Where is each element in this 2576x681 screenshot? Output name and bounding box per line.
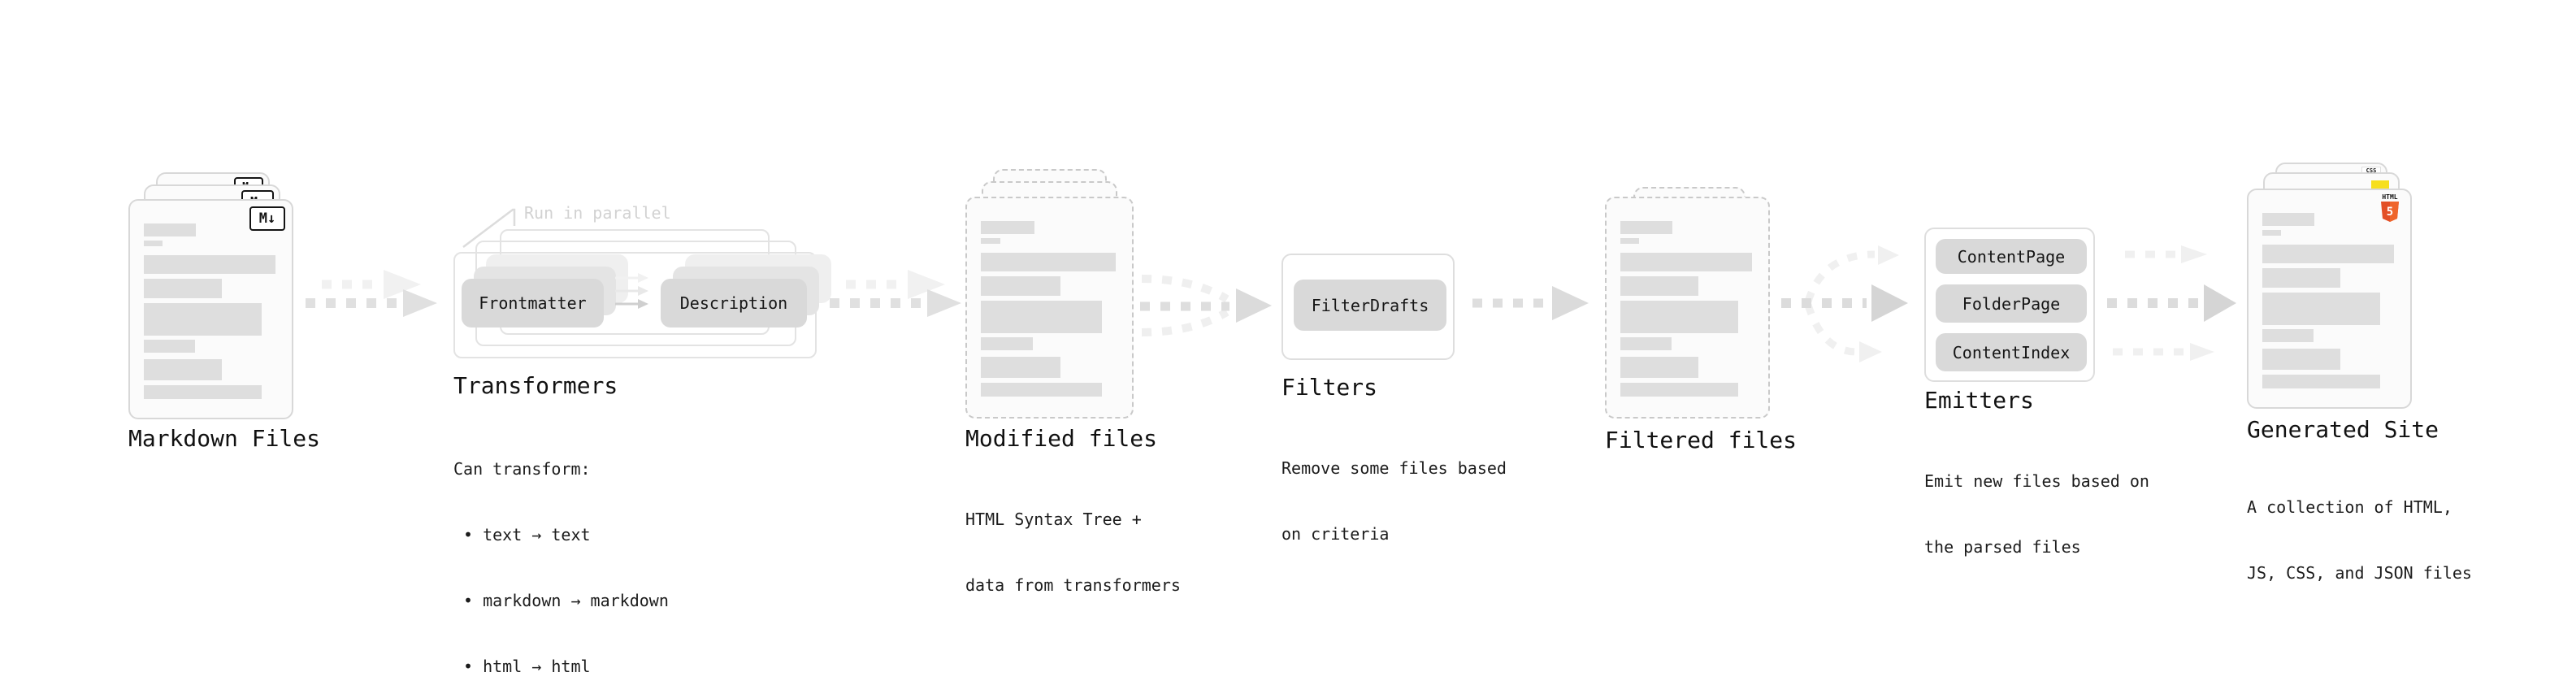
desc-line: JS, CSS, and JSON files (2247, 563, 2472, 583)
placeholder-line (2262, 375, 2381, 388)
parallel-arrows-icon (615, 273, 648, 309)
placeholder-line (981, 238, 1000, 244)
desc-line: • markdown → markdown (463, 591, 669, 610)
desc-line: the parsed files (1924, 537, 2081, 557)
node-desc-emitters: Emit new files based on the parsed files (1924, 427, 2149, 602)
desc-line: data from transformers (965, 575, 1181, 595)
placeholder-line (2262, 293, 2381, 325)
document-content-placeholder (144, 223, 278, 399)
plugin-pill-folderpage: FolderPage (1936, 284, 2087, 323)
placeholder-line (144, 340, 195, 353)
arrow-modified-to-filters (1140, 275, 1272, 336)
desc-line: Emit new files based on (1924, 471, 2149, 491)
placeholder-line (981, 221, 1034, 234)
document-card: HTML 5 (2247, 189, 2412, 409)
placeholder-line (1620, 253, 1752, 271)
plugin-pill-contentpage: ContentPage (1936, 239, 2087, 274)
arrow-transformers-to-modified (830, 270, 961, 317)
placeholder-line (2262, 268, 2340, 288)
markdown-icon: M↓ (249, 206, 285, 231)
node-generated-site: CSS HTML 5 (2247, 163, 2418, 414)
node-title-transformers: Transformers (453, 372, 618, 399)
desc-line: on criteria (1281, 524, 1390, 544)
placeholder-line (1620, 383, 1739, 397)
document-content-placeholder (1620, 221, 1754, 397)
placeholder-line (1620, 221, 1673, 234)
placeholder-line (981, 253, 1116, 271)
plugin-pill-frontmatter: Frontmatter (462, 279, 604, 327)
document-card-dashed (965, 197, 1134, 419)
desc-line: A collection of HTML, (2247, 497, 2452, 517)
placeholder-line (1620, 276, 1698, 296)
placeholder-line (144, 255, 275, 274)
placeholder-line (981, 357, 1061, 378)
arrow-markdown-to-transformers (306, 270, 437, 317)
placeholder-line (144, 279, 222, 298)
placeholder-line (2262, 245, 2394, 263)
node-desc-transformers: Can transform: • text → text • markdown … (453, 414, 669, 681)
desc-line: • html → html (463, 657, 591, 676)
emitters-panel: ContentPage FolderPage ContentIndex (1924, 228, 2095, 382)
placeholder-line (144, 223, 197, 236)
document-content-placeholder (2262, 213, 2396, 388)
placeholder-line (144, 241, 163, 246)
run-in-parallel-note: Run in parallel (524, 203, 671, 223)
placeholder-line (1620, 301, 1739, 333)
placeholder-line (144, 303, 262, 336)
arrow-filters-to-filtered (1472, 286, 1589, 320)
plugin-pill-filterdrafts: FilterDrafts (1294, 280, 1446, 331)
js-icon (2371, 180, 2389, 190)
node-modified-files (965, 169, 1136, 421)
placeholder-line (144, 359, 222, 380)
placeholder-line (1620, 337, 1672, 350)
node-title-filters: Filters (1281, 374, 1378, 401)
svg-text:5: 5 (2387, 206, 2393, 219)
placeholder-line (2262, 230, 2282, 236)
node-title-generated-site: Generated Site (2247, 416, 2439, 443)
placeholder-line (2262, 213, 2315, 226)
placeholder-line (981, 301, 1102, 333)
callout-line (462, 208, 516, 248)
node-title-markdown-files: Markdown Files (128, 425, 321, 452)
desc-line: Remove some files based (1281, 458, 1507, 478)
document-card: M↓ (128, 199, 293, 419)
node-desc-generated-site: A collection of HTML, JS, CSS, and JSON … (2247, 453, 2472, 628)
placeholder-line (981, 276, 1061, 296)
desc-line: Can transform: (453, 459, 591, 479)
document-card-dashed (1605, 197, 1770, 419)
desc-line: • text → text (463, 525, 591, 544)
document-content-placeholder (981, 221, 1118, 397)
plugin-pill-description: Description (661, 279, 807, 327)
placeholder-line (981, 337, 1034, 350)
placeholder-line (981, 383, 1102, 397)
arrow-filtered-to-emitters (1781, 245, 1908, 362)
node-markdown-files: M↓ M↓ M↓ (128, 172, 299, 420)
filters-panel: FilterDrafts (1281, 254, 1455, 360)
placeholder-line (144, 385, 262, 399)
placeholder-line (2262, 329, 2314, 342)
node-title-emitters: Emitters (1924, 387, 2034, 414)
placeholder-line (1620, 357, 1698, 378)
svg-text:HTML: HTML (2382, 193, 2397, 201)
node-title-modified-files: Modified files (965, 425, 1158, 452)
node-title-filtered-files: Filtered files (1605, 427, 1798, 453)
node-desc-modified-files: HTML Syntax Tree + data from transformer… (965, 465, 1181, 640)
html5-icon: HTML 5 (2381, 193, 2399, 222)
arrow-emitters-to-site (2107, 245, 2236, 361)
placeholder-line (1620, 238, 1640, 244)
placeholder-line (2262, 349, 2340, 370)
plugin-pill-contentindex: ContentIndex (1936, 333, 2087, 371)
node-desc-filters: Remove some files based on criteria (1281, 414, 1507, 589)
desc-line: HTML Syntax Tree + (965, 510, 1142, 529)
node-filtered-files (1605, 187, 1776, 423)
